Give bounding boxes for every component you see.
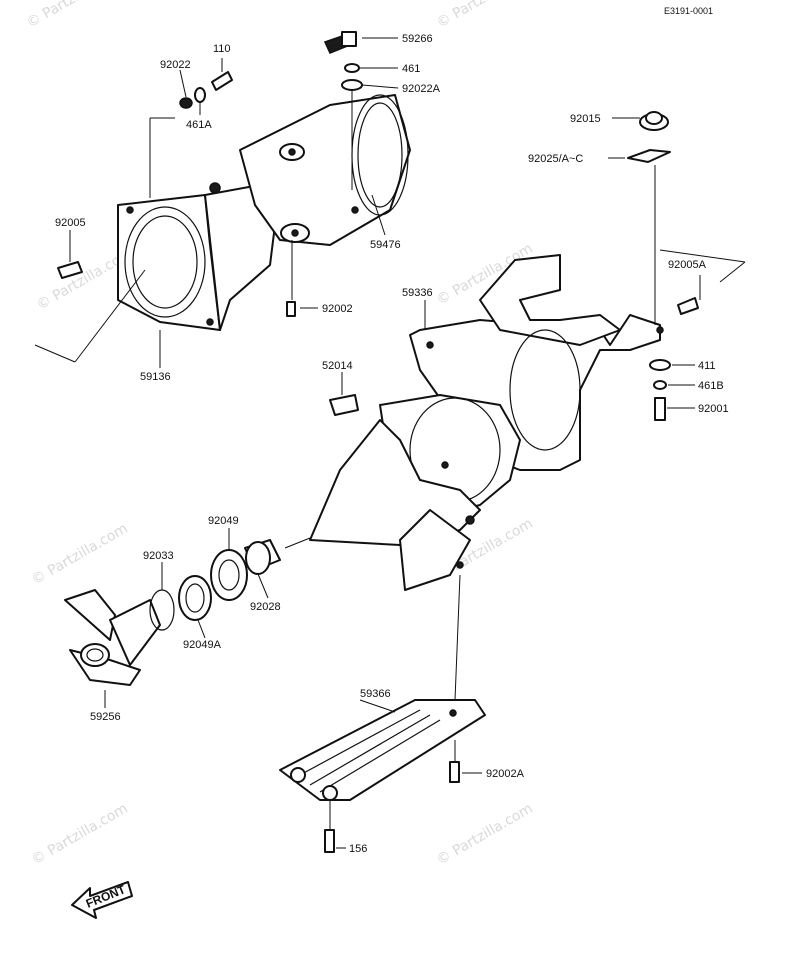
washer-92022A [341,79,363,91]
bolt-156 [324,829,335,853]
fitting-52014 [329,394,359,416]
watermark: © Partzilla.com [24,0,126,31]
bolt-92002A [449,761,460,783]
washer-461 [344,63,360,73]
part-labels: 59266 461 92022A 110 92022 461A 92015 92… [55,33,729,855]
watermark: © Partzilla.com [29,521,131,589]
label-411: 411 [698,360,716,372]
stud-92005 [57,261,83,279]
label-92022: 92022 [160,59,191,71]
bolt-92002 [286,301,296,317]
label-110: 110 [213,43,231,55]
stud-92005A [677,297,699,315]
pump-housing-59136 [117,182,276,331]
label-461B: 461B [698,380,724,392]
impeller-59256 [64,589,161,686]
skid-plate-59366 [279,699,486,801]
label-59476: 59476 [370,239,401,251]
bolt-92001 [654,397,666,421]
label-59266: 59266 [402,33,433,45]
diagram-code: E3191-0001 [664,6,713,16]
label-92002A-bottom: 92002A [486,768,525,780]
clip-92025 [627,149,671,163]
label-59336: 59336 [402,287,433,299]
label-156: 156 [349,843,367,855]
label-461A: 461A [186,119,212,131]
label-52014: 52014 [322,360,353,372]
leader-lines [69,37,746,849]
bearing-92049 [210,549,248,601]
washer-461A [194,87,206,103]
label-92049A: 92049A [183,639,222,651]
label-92033: 92033 [143,550,174,562]
label-92005: 92005 [55,217,86,229]
washer-411 [649,359,671,371]
label-92015: 92015 [570,113,601,125]
reverse-housing-59336 [309,254,664,591]
label-92002: 92002 [322,303,353,315]
watermark: © Partzilla.com [29,801,131,869]
label-461: 461 [402,63,420,75]
washer-461B [653,380,667,390]
label-92005A: 92005A [668,259,707,271]
bolt-59266 [323,31,357,54]
label-92025: 92025/A~C [528,153,583,165]
label-92049: 92049 [208,515,239,527]
label-92028: 92028 [250,601,281,613]
label-59136: 59136 [140,371,171,383]
bearing-92049A [178,575,212,621]
label-59256: 59256 [90,711,121,723]
watermark: © Partzilla.com [434,801,536,869]
collar-92028 [244,539,281,575]
bolt-110 [211,71,233,91]
label-59366: 59366 [360,688,391,700]
watermark: © Partzilla.com [434,0,536,31]
cap-92015 [639,111,669,131]
front-arrow-icon: FRONT [71,881,133,919]
nut-92022 [179,97,193,109]
label-92022A-top: 92022A [402,83,441,95]
label-92001: 92001 [698,403,729,415]
